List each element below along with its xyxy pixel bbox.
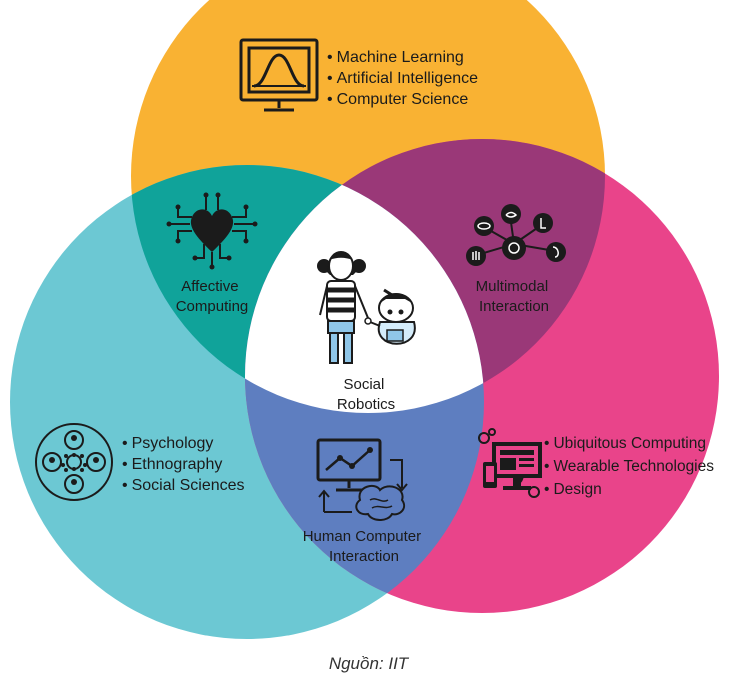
bullet: • xyxy=(327,49,333,66)
people-network-icon xyxy=(35,423,113,501)
affective-computing-label: Affective Computing xyxy=(176,278,249,315)
circuit-heart-icon xyxy=(166,192,258,270)
right-list: •Ubiquitous Computing •Wearable Technolo… xyxy=(544,435,714,498)
topic-ethnography: Ethnography xyxy=(132,456,223,473)
bullet: • xyxy=(544,481,549,498)
girl-and-robot-illustration xyxy=(317,251,416,364)
svg-text:•Wearable Technologies: •Wearable Technologies xyxy=(544,458,714,475)
bullet: • xyxy=(544,435,549,452)
bullet: • xyxy=(122,435,128,452)
svg-text:•Computer Science: •Computer Science xyxy=(327,91,468,108)
bullet: • xyxy=(122,477,128,494)
topic-wearable-technologies: Wearable Technologies xyxy=(553,458,714,475)
topic-computer-science: Computer Science xyxy=(337,91,469,108)
topic-social-sciences: Social Sciences xyxy=(132,477,245,494)
bullet: • xyxy=(122,456,128,473)
bullet: • xyxy=(327,91,333,108)
svg-text:•Psychology: •Psychology xyxy=(122,435,213,452)
svg-text:•Social Sciences: •Social Sciences xyxy=(122,477,245,494)
topic-psychology: Psychology xyxy=(132,435,214,452)
left-list: •Psychology •Ethnography •Social Science… xyxy=(122,435,245,494)
source-caption: Nguồn: IIT xyxy=(328,654,409,673)
overlap-center xyxy=(245,165,484,413)
bullet: • xyxy=(327,70,333,87)
multimodal-senses-icon xyxy=(466,204,566,266)
monitor-chart-icon xyxy=(239,38,319,112)
topic-ubiquitous-computing: Ubiquitous Computing xyxy=(553,435,706,452)
top-list: •Machine Learning •Artificial Intelligen… xyxy=(327,49,478,108)
topic-artificial-intelligence: Artificial Intelligence xyxy=(337,70,479,87)
svg-text:•Machine Learning: •Machine Learning xyxy=(327,49,464,66)
svg-text:•Ethnography: •Ethnography xyxy=(122,456,222,473)
svg-text:•Design: •Design xyxy=(544,481,602,498)
hci-monitor-brain-icon xyxy=(316,438,408,521)
topic-design: Design xyxy=(553,481,601,498)
devices-design-icon xyxy=(478,428,542,498)
bullet: • xyxy=(544,458,549,475)
hci-label: Human Computer Interaction xyxy=(303,528,426,565)
topic-machine-learning: Machine Learning xyxy=(337,49,464,66)
svg-text:•Ubiquitous Computing: •Ubiquitous Computing xyxy=(544,435,706,452)
venn-diagram: •Machine Learning •Artificial Intelligen… xyxy=(10,0,719,639)
multimodal-interaction-label: Multimodal Interaction xyxy=(476,278,553,315)
svg-text:•Artificial Intelligence: •Artificial Intelligence xyxy=(327,70,478,87)
social-robotics-label: Social Robotics xyxy=(337,376,395,413)
